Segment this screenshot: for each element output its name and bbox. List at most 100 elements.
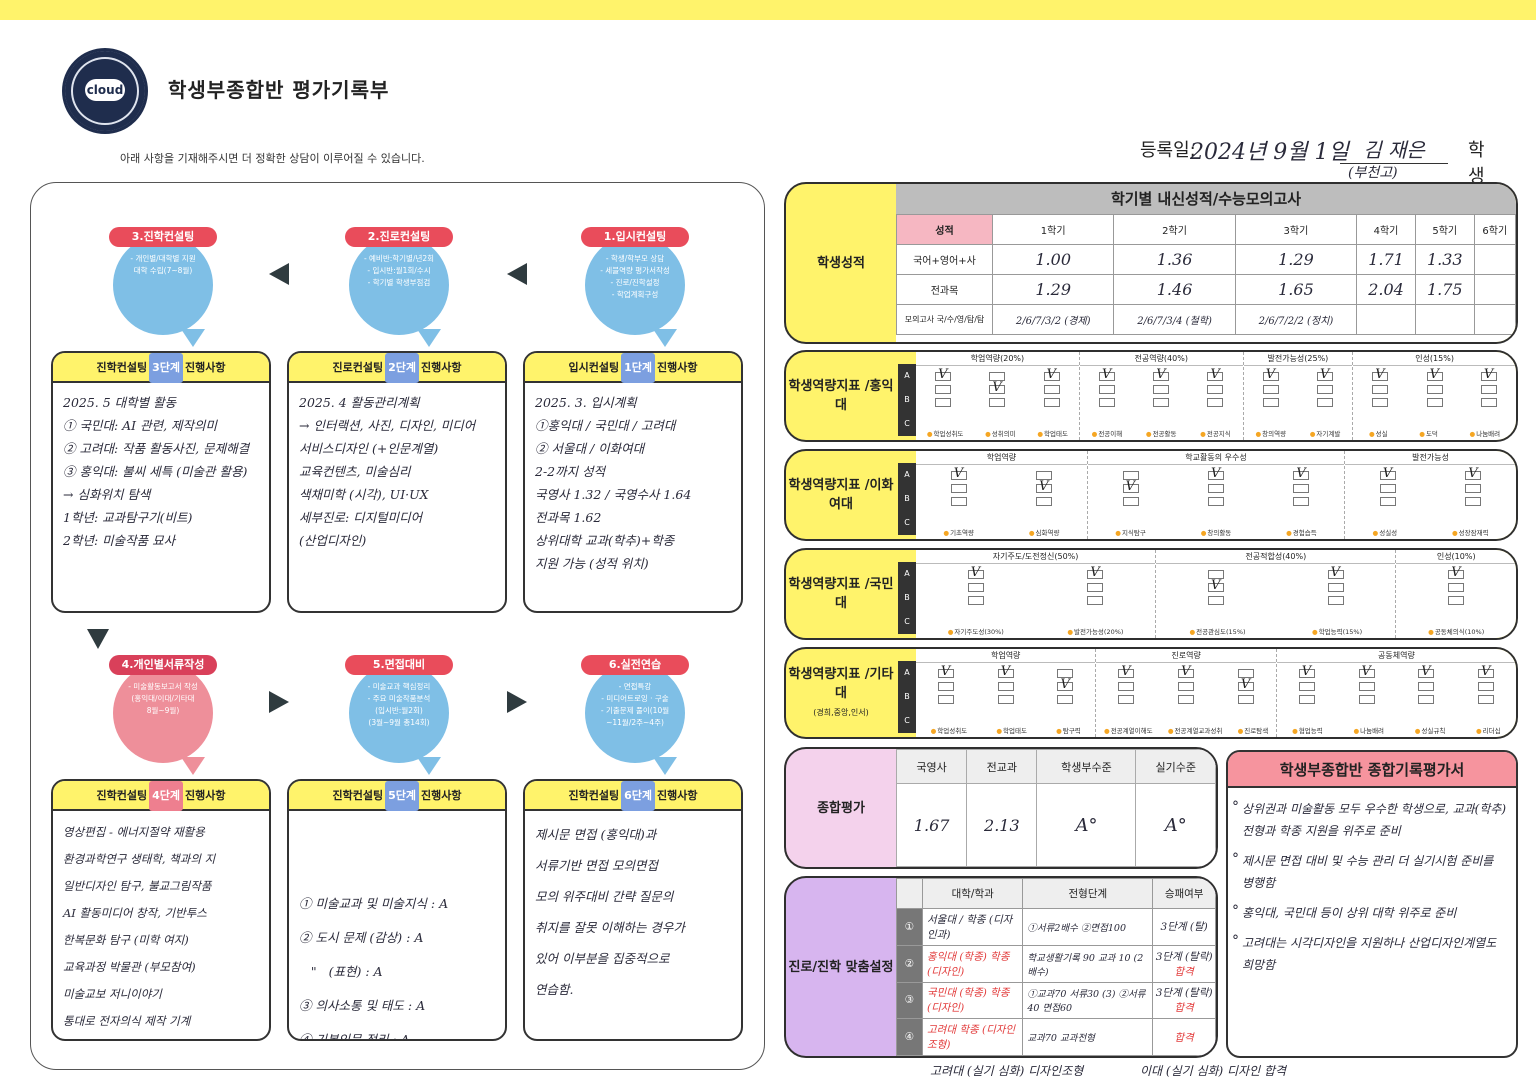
- grade-checkbox[interactable]: [1293, 466, 1310, 481]
- grade-checkbox[interactable]: [997, 682, 1014, 691]
- grade-checkbox[interactable]: [1087, 565, 1104, 580]
- grade-checkbox[interactable]: [937, 695, 954, 704]
- grade-checkbox[interactable]: [1293, 484, 1310, 493]
- grade-checkbox[interactable]: [1478, 682, 1495, 691]
- grade-checkbox[interactable]: [935, 367, 952, 382]
- grade-checkbox[interactable]: [1358, 695, 1375, 704]
- grade-checkbox[interactable]: [1465, 497, 1482, 506]
- grade-checkbox[interactable]: [1298, 664, 1315, 679]
- grade-checkbox[interactable]: [950, 466, 967, 481]
- grade-checkbox[interactable]: [1036, 497, 1053, 506]
- grade-checkbox[interactable]: [1372, 398, 1389, 407]
- grade-checkbox[interactable]: [989, 398, 1006, 407]
- grade-checkbox[interactable]: [1153, 367, 1170, 382]
- grade-checkbox[interactable]: [1317, 398, 1334, 407]
- grade-checkbox[interactable]: [1379, 466, 1396, 481]
- grade-checkbox[interactable]: [1448, 565, 1465, 580]
- grade-checkbox[interactable]: [1237, 695, 1254, 704]
- grade-checkbox[interactable]: [1358, 682, 1375, 691]
- grade-checkbox[interactable]: [1087, 596, 1104, 605]
- grade-checkbox[interactable]: [1043, 385, 1060, 394]
- grade-checkbox[interactable]: [1426, 385, 1443, 394]
- grade-checkbox[interactable]: [989, 380, 1006, 395]
- grade-checkbox[interactable]: [1098, 398, 1115, 407]
- grade-checkbox[interactable]: [1418, 682, 1435, 691]
- grade-checkbox[interactable]: [1043, 398, 1060, 407]
- grade-checkbox[interactable]: [1426, 367, 1443, 382]
- grade-checkbox[interactable]: [935, 398, 952, 407]
- grade-checkbox[interactable]: [1465, 466, 1482, 481]
- grade-checkbox[interactable]: [950, 484, 967, 493]
- grade-checkbox[interactable]: [1478, 664, 1495, 679]
- grade-checkbox[interactable]: [1087, 583, 1104, 592]
- grade-checkbox[interactable]: [1178, 695, 1195, 704]
- grade-checkbox[interactable]: [1418, 664, 1435, 679]
- grade-checkbox[interactable]: [1262, 385, 1279, 394]
- grade-checkbox[interactable]: [935, 385, 952, 394]
- grade-checkbox[interactable]: [1207, 497, 1224, 506]
- grade-checkbox[interactable]: [1293, 497, 1310, 506]
- grade-checkbox[interactable]: [950, 497, 967, 506]
- grade-checkbox[interactable]: [1372, 385, 1389, 394]
- grade-checkbox[interactable]: [1207, 367, 1224, 382]
- grade-checkbox[interactable]: [1043, 367, 1060, 382]
- grade-checkbox[interactable]: [1122, 497, 1139, 506]
- grade-checkbox[interactable]: [1262, 398, 1279, 407]
- grade-checkbox[interactable]: [1178, 682, 1195, 691]
- grade-checkbox[interactable]: [1208, 596, 1224, 605]
- grade-checkbox[interactable]: [1122, 479, 1139, 494]
- grade-checkbox[interactable]: [1448, 583, 1465, 592]
- grade-checkbox[interactable]: [1379, 484, 1396, 493]
- grade-checkbox[interactable]: [1057, 695, 1074, 704]
- grade-checkbox[interactable]: [1478, 695, 1495, 704]
- grade-checkbox[interactable]: [1098, 367, 1115, 382]
- grade-checkbox[interactable]: [1317, 367, 1334, 382]
- grade-checkbox[interactable]: [1418, 695, 1435, 704]
- grade-checkbox[interactable]: [1207, 466, 1224, 481]
- grade-checkbox[interactable]: [1327, 583, 1344, 592]
- grade-checkbox[interactable]: [937, 682, 954, 691]
- grade-checkbox[interactable]: [967, 565, 984, 580]
- grade-checkbox[interactable]: [1057, 677, 1074, 692]
- grade-checkbox[interactable]: [1207, 385, 1224, 394]
- grade-checkbox[interactable]: [1298, 682, 1315, 691]
- grade-checkbox[interactable]: [1426, 398, 1443, 407]
- grade-checkbox[interactable]: [1480, 385, 1497, 394]
- checkbox-column: [1480, 367, 1497, 409]
- grade-checkbox[interactable]: [1207, 398, 1224, 407]
- grade-checkbox[interactable]: [1480, 398, 1497, 407]
- grade-checkbox[interactable]: [1465, 484, 1482, 493]
- grade-checkbox[interactable]: [1358, 664, 1375, 679]
- grade-checkbox[interactable]: [967, 596, 984, 605]
- grade-checkbox[interactable]: [1262, 367, 1279, 382]
- grade-checkbox[interactable]: [1480, 367, 1497, 382]
- grade-checkbox[interactable]: [1237, 677, 1254, 692]
- grade-checkbox[interactable]: [1153, 398, 1170, 407]
- grade-checkbox[interactable]: [1327, 565, 1344, 580]
- grade-checkbox[interactable]: [1118, 682, 1135, 691]
- grade-checkbox[interactable]: [1118, 664, 1135, 679]
- grade-checkbox[interactable]: [1178, 664, 1195, 679]
- grade-checkbox[interactable]: [1207, 484, 1224, 493]
- grade-checkbox[interactable]: [1153, 385, 1170, 394]
- grade-checkbox[interactable]: [1317, 385, 1334, 394]
- grade-checkbox[interactable]: [1448, 596, 1465, 605]
- grade-checkbox[interactable]: [997, 664, 1014, 679]
- recommendation-title: 학생부종합반 종합기록평가서: [1228, 752, 1516, 788]
- grade-checkbox[interactable]: [1379, 497, 1396, 506]
- grade-checkbox[interactable]: [967, 583, 984, 592]
- step-title: 5.면접대비: [345, 655, 453, 675]
- grade-checkbox[interactable]: [1208, 578, 1224, 593]
- grade-checkbox[interactable]: [1098, 385, 1115, 394]
- competency-group: 학업역량학업성취도학업태도탐구력: [916, 649, 1097, 737]
- grade-checkbox[interactable]: [997, 695, 1014, 704]
- grade-checkbox[interactable]: [1118, 695, 1135, 704]
- grade-checkbox[interactable]: [1327, 596, 1344, 605]
- grade-checkbox[interactable]: [1298, 695, 1315, 704]
- grade-checkbox[interactable]: [937, 664, 954, 679]
- grade-checkbox[interactable]: [1036, 479, 1053, 494]
- grade-checkbox[interactable]: [1372, 367, 1389, 382]
